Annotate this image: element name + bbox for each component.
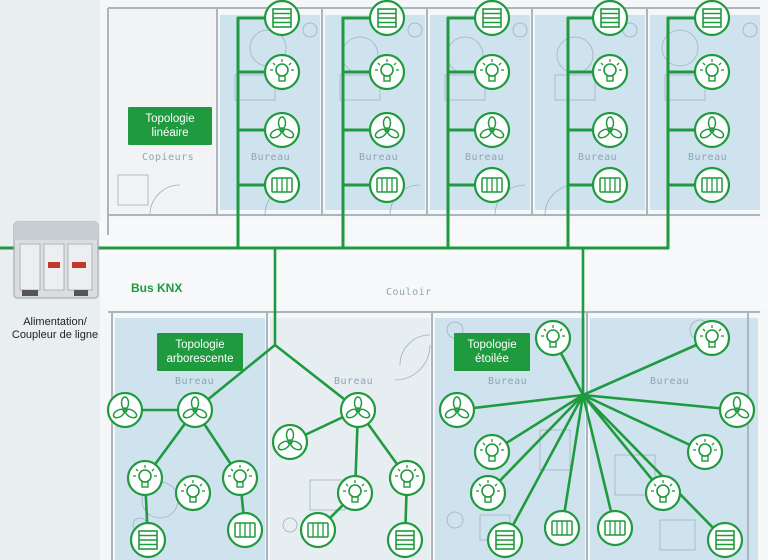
radiator-icon (263, 166, 301, 204)
lamp-icon (336, 474, 374, 512)
lamp-icon (388, 459, 426, 497)
room-label-bureau: Bureau (334, 376, 374, 387)
lamp-icon (221, 459, 259, 497)
radiator-icon (543, 509, 581, 547)
topology-tag-etoilee: Topologie étoilée (454, 333, 530, 371)
lamp-icon (174, 474, 212, 512)
radiator-icon (368, 166, 406, 204)
fan-icon (693, 111, 731, 149)
bus-label: Bus KNX (131, 281, 183, 295)
topology-tag-lineaire: Topologie linéaire (128, 107, 212, 145)
tag-line: étoilée (475, 353, 509, 365)
device-caption-line2: Coupleur de ligne (11, 329, 99, 341)
blind-icon (368, 0, 406, 37)
radiator-icon (693, 166, 731, 204)
fan-icon (473, 111, 511, 149)
device-caption: Alimentation/ Coupleur de ligne (0, 316, 110, 342)
room-label-copieurs: Copieurs (142, 152, 195, 163)
tag-line: Topologie (145, 113, 195, 125)
room-label-bureau: Bureau (359, 152, 399, 163)
fan-icon (438, 391, 476, 429)
lamp-icon (126, 459, 164, 497)
radiator-icon (596, 509, 634, 547)
room-label-bureau: Bureau (175, 376, 215, 387)
power-supply-device (13, 221, 99, 299)
radiator-icon (226, 511, 264, 549)
tag-line: linéaire (151, 127, 189, 139)
room-label-bureau: Bureau (465, 152, 505, 163)
fan-icon (591, 111, 629, 149)
lamp-icon (693, 53, 731, 91)
lamp-icon (368, 53, 406, 91)
tag-line: arborescente (166, 353, 234, 365)
lamp-icon (469, 474, 507, 512)
fan-icon (106, 391, 144, 429)
blind-icon (706, 521, 744, 559)
lamp-icon (473, 433, 511, 471)
fan-icon (339, 391, 377, 429)
lamp-icon (686, 433, 724, 471)
blind-icon (486, 521, 524, 559)
blind-icon (591, 0, 629, 37)
blind-icon (263, 0, 301, 37)
tag-line: Topologie (175, 339, 225, 351)
fan-icon (718, 391, 756, 429)
room-label-bureau: Bureau (688, 152, 728, 163)
room-label-bureau: Bureau (650, 376, 690, 387)
tag-line: Topologie (467, 339, 517, 351)
radiator-icon (299, 511, 337, 549)
lamp-icon (644, 474, 682, 512)
blind-icon (386, 521, 424, 559)
room-label-bureau: Bureau (488, 376, 528, 387)
room-label-bureau: Bureau (578, 152, 618, 163)
lamp-icon (591, 53, 629, 91)
blind-icon (129, 521, 167, 559)
fan-icon (263, 111, 301, 149)
lamp-icon (263, 53, 301, 91)
fan-icon (176, 391, 214, 429)
fan-icon (368, 111, 406, 149)
radiator-icon (473, 166, 511, 204)
radiator-icon (591, 166, 629, 204)
room-label-bureau: Bureau (251, 152, 291, 163)
blind-icon (473, 0, 511, 37)
lamp-icon (534, 319, 572, 357)
blind-icon (693, 0, 731, 37)
fan-icon (271, 423, 309, 461)
topology-tag-arborescente: Topologie arborescente (157, 333, 243, 371)
device-caption-line1: Alimentation/ (23, 316, 87, 328)
lamp-icon (693, 319, 731, 357)
room-label-couloir: Couloir (386, 287, 432, 298)
lamp-icon (473, 53, 511, 91)
